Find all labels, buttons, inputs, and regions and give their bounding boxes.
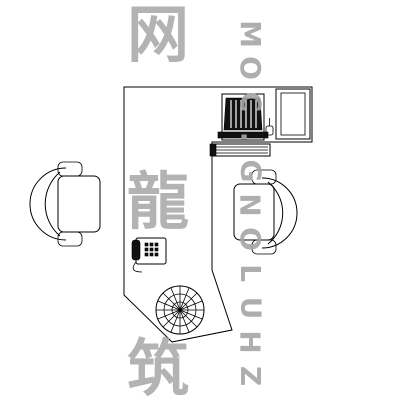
potted-plant-icon — [155, 285, 205, 335]
computer-monitor-icon — [217, 93, 269, 141]
cabinet-icon — [275, 88, 311, 140]
armchair-left-icon — [29, 161, 101, 247]
desk-outline-icon — [123, 86, 313, 343]
telephone-icon — [131, 237, 167, 273]
keyboard-icon — [209, 143, 271, 157]
mouse-icon — [265, 118, 274, 136]
armchair-right-icon — [233, 169, 298, 255]
